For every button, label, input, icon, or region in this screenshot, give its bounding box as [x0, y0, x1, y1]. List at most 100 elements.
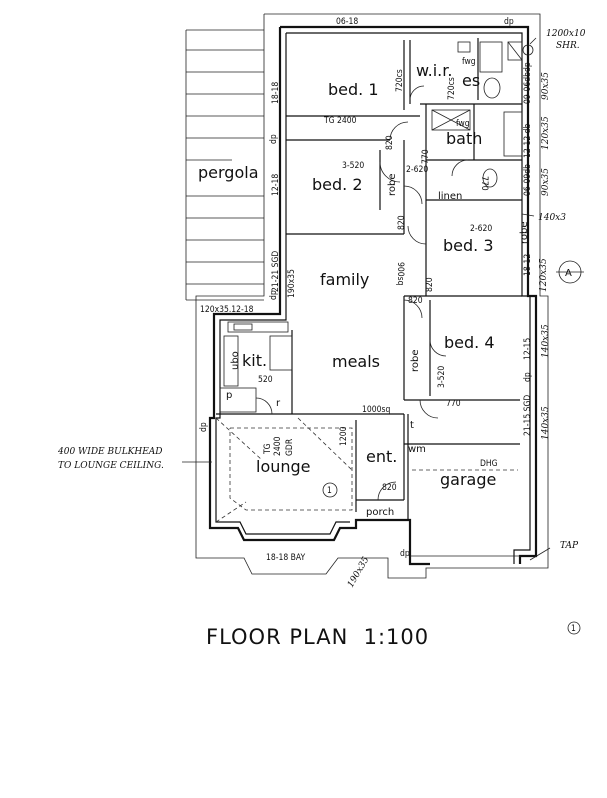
- dim-bulkhead-1000: 1000sq: [362, 405, 390, 415]
- dim-wir-720cs: 720cs: [395, 69, 405, 92]
- dim-porch-820: 820: [382, 483, 397, 493]
- label-pergola: pergola: [198, 163, 259, 182]
- dim-ent-1200: 1200: [339, 426, 349, 446]
- eaves-outline: [195, 13, 549, 579]
- label-porch: porch: [366, 507, 394, 518]
- dim-kit-window: 120x35.12-18: [200, 305, 254, 315]
- door-marker-circle: [322, 482, 338, 498]
- dim-right-0906: 09-06db: [523, 72, 533, 104]
- dim-right-1215: 12-15: [523, 338, 533, 360]
- dim-lounge-gdr: GDR: [285, 438, 295, 456]
- bathroom-fixtures: [431, 41, 523, 188]
- dim-family-820: 820: [397, 215, 407, 230]
- dim-family-lintel: 190x35: [287, 269, 297, 298]
- garage-door: [410, 469, 520, 557]
- dim-family-door: 21-21 SGD: [271, 251, 281, 292]
- label-es: es: [462, 71, 480, 90]
- dim-right-12035: 120x35: [541, 116, 551, 150]
- dim-es-720cs: 720cs: [447, 77, 457, 100]
- note-bulkhead-2: TO LOUNGE CEILING.: [58, 461, 164, 471]
- label-lounge: lounge: [256, 457, 311, 476]
- dim-door-2620: 2-620: [406, 165, 428, 175]
- dim-fwg-bath: fwg: [456, 119, 470, 129]
- dimension-labels: 06-18 18-18 12-18 21-21 SGD 190x35 120x3…: [199, 17, 586, 590]
- label-bath: bath: [446, 129, 482, 148]
- dim-right-14035: 140x35: [541, 324, 551, 358]
- dim-bed2-door: 3-520: [342, 161, 364, 171]
- label-bed4: bed. 4: [444, 333, 495, 352]
- dim-tg-2400: TG 2400: [323, 116, 357, 126]
- sheet-number: 1: [571, 624, 576, 634]
- dim-shr-2: SHR.: [556, 41, 580, 51]
- dim-linen-770: 770: [479, 176, 489, 191]
- dim-lounge-tg: TG: [263, 443, 273, 455]
- label-t: t: [410, 420, 414, 431]
- room-labels: bed. 1 bed. 2 bed. 3 bed. 4 w.i.r. es ba…: [198, 61, 530, 518]
- dp-right2: dp: [523, 372, 533, 382]
- dim-lintel-190: 190x35: [346, 555, 372, 589]
- label-robe-bed4: robe: [410, 349, 421, 372]
- label-p: p: [226, 390, 232, 401]
- dim-right-2115: 21-15 SGD: [523, 395, 533, 436]
- dim-top-window: 06-18: [336, 17, 358, 27]
- label-family: family: [320, 270, 369, 289]
- dim-shr-1: 1200x10: [546, 29, 586, 39]
- dim-kit-520: 520: [258, 375, 273, 385]
- dim-bed3-door: 2-620: [470, 224, 492, 234]
- section-marker-label: A: [565, 268, 572, 279]
- dim-bed4-770: 770: [446, 399, 461, 409]
- dp-top: dp: [504, 17, 514, 27]
- dp-garage: dp: [400, 549, 410, 559]
- handwritten-notes: 400 WIDE BULKHEAD TO LOUNGE CEILING. TAP: [57, 447, 579, 551]
- dim-right-9035b: 90x35: [541, 168, 551, 196]
- dim-family-900sq: 900sq: [395, 262, 405, 286]
- dim-garage-dhg: DHG: [480, 459, 498, 469]
- label-bed3: bed. 3: [443, 236, 494, 255]
- es-marker-circle: [522, 44, 534, 56]
- label-wm: wm: [408, 444, 426, 455]
- door-marker-label: 1: [327, 486, 332, 496]
- note-bulkhead-1: 400 WIDE BULKHEAD: [57, 447, 163, 457]
- dim-right-140: 140x3: [538, 213, 566, 223]
- label-kit: kit.: [242, 351, 267, 370]
- dp-right1: dp: [523, 62, 533, 72]
- dp-bed1: dp: [269, 134, 279, 144]
- label-wir: w.i.r.: [416, 61, 452, 80]
- dim-bay: 18-18 BAY: [266, 553, 305, 563]
- dim-right-0609: 06-09db: [523, 164, 533, 196]
- label-robe-bed3: robe: [519, 221, 530, 244]
- dim-bed1-window: 18-18: [271, 82, 281, 104]
- dp-lounge: dp: [199, 422, 209, 432]
- label-ubo: ubo: [230, 351, 241, 370]
- dim-fwg-es: fwg: [462, 57, 476, 67]
- door-swings: [255, 85, 469, 501]
- label-bed1: bed. 1: [328, 80, 379, 99]
- annotation-arrows: [182, 37, 551, 561]
- plan-title: FLOOR PLAN 1:100: [206, 625, 429, 649]
- dim-door-770: 770: [421, 149, 431, 164]
- dim-door-820b: 820: [408, 296, 423, 306]
- dim-right-1212: 12-12 db: [523, 123, 533, 158]
- label-r: r: [276, 398, 281, 409]
- pergola-hatching: [185, 29, 264, 301]
- label-meals: meals: [332, 352, 380, 371]
- dim-right-12035b: 120x35: [539, 258, 549, 292]
- label-linen: linen: [438, 191, 462, 202]
- sheet-marker-circle: [567, 621, 581, 635]
- dim-bed3-820: 820: [425, 277, 435, 292]
- label-ent: ent.: [366, 447, 397, 466]
- dim-robe-820: 820: [385, 135, 395, 150]
- section-marker: [556, 260, 584, 284]
- dim-bed4-door: 3-520: [437, 366, 447, 388]
- note-tap: TAP: [560, 541, 579, 551]
- dim-bed2-window: 12-18: [271, 174, 281, 196]
- kitchen-bench: [219, 321, 293, 413]
- dim-lounge-2400: 2400: [273, 436, 283, 456]
- dim-right-1812: 18-12: [523, 254, 533, 276]
- label-bed2: bed. 2: [312, 175, 363, 194]
- dp-pergola: dp: [269, 290, 279, 300]
- label-garage: garage: [440, 470, 496, 489]
- dim-right-9035a: 90x35: [541, 72, 551, 100]
- dim-right-14035b: 140x35: [541, 406, 551, 440]
